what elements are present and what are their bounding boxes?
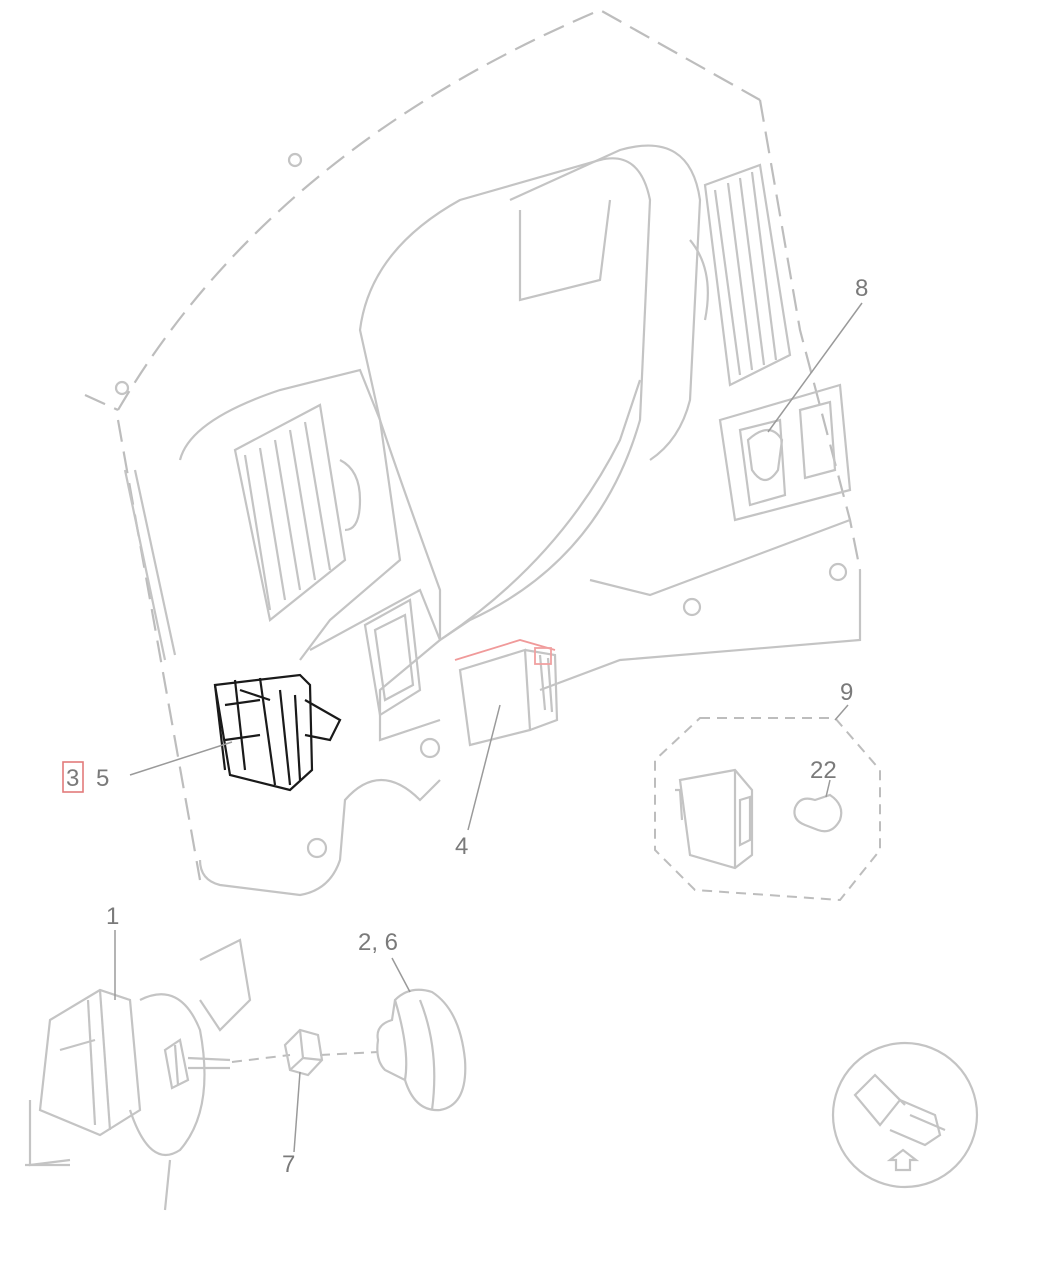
center-switch-slot: [363, 598, 422, 717]
switch-item-4: [454, 639, 559, 747]
kit-item-9: [654, 704, 881, 902]
leader-2-6: [391, 957, 411, 993]
callout-7[interactable]: 7: [282, 1151, 295, 1178]
callout-3[interactable]: 3: [66, 765, 79, 792]
callout-5[interactable]: 5: [96, 765, 109, 792]
leader-5: [129, 741, 233, 776]
right-air-vent: [689, 163, 792, 387]
callout-9: 9: [840, 679, 853, 706]
arrow-up-icon: [886, 1148, 920, 1172]
left-air-vent: [233, 403, 362, 622]
callout-3-highlight-box: [62, 761, 84, 793]
switch-bay-right: [718, 383, 852, 522]
leader-8: [767, 302, 863, 433]
callout-4[interactable]: 4: [455, 833, 468, 860]
inset-detail-circle: [831, 1041, 979, 1189]
leader-4: [467, 704, 501, 831]
switch-item-5-selected[interactable]: [213, 673, 342, 792]
callout-22: 22: [810, 757, 837, 784]
control-assembly: [25, 938, 467, 1211]
leader-7: [293, 1071, 301, 1153]
callout-1[interactable]: 1: [106, 903, 119, 930]
callout-8: 8: [855, 275, 868, 302]
callout-2-6[interactable]: 2, 6: [358, 929, 398, 956]
